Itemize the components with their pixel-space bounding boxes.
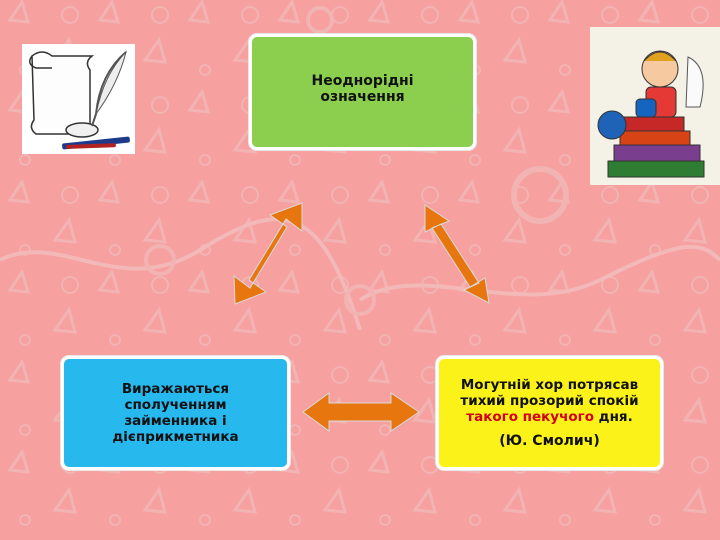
right-example-box: Могутній хор потрясав тихий прозорий спо… — [436, 356, 663, 470]
example-line-2: тихий прозорий спокій — [460, 393, 639, 409]
top-concept-box: Неоднорідні означення — [249, 34, 476, 150]
example-line-1: Могутній хор потрясав — [460, 377, 639, 393]
example-line-3-end: дня. — [593, 409, 633, 425]
boy-books-image — [590, 27, 720, 185]
top-box-line-1: Неоднорідні — [311, 73, 414, 89]
arrow-top-left — [233, 202, 303, 305]
example-author: (Ю. Смолич) — [499, 433, 600, 449]
example-line-3: такого пекучого дня. — [466, 409, 632, 425]
left-concept-box: Виражаються сполученням займенника і діє… — [61, 356, 290, 470]
arrow-top-right — [424, 204, 490, 304]
left-box-line-4: дієприкметника — [112, 429, 239, 445]
boy-books-icon — [590, 27, 720, 185]
arrow-bottom — [302, 392, 420, 432]
left-box-line-2: сполученням — [124, 397, 227, 413]
left-box-line-1: Виражаються — [121, 381, 230, 397]
scroll-quill-image — [22, 44, 135, 154]
left-box-line-3: займенника і — [124, 413, 227, 429]
top-box-line-2: означення — [320, 89, 405, 105]
scroll-quill-icon — [29, 50, 130, 150]
example-highlight: такого пекучого — [466, 409, 594, 425]
